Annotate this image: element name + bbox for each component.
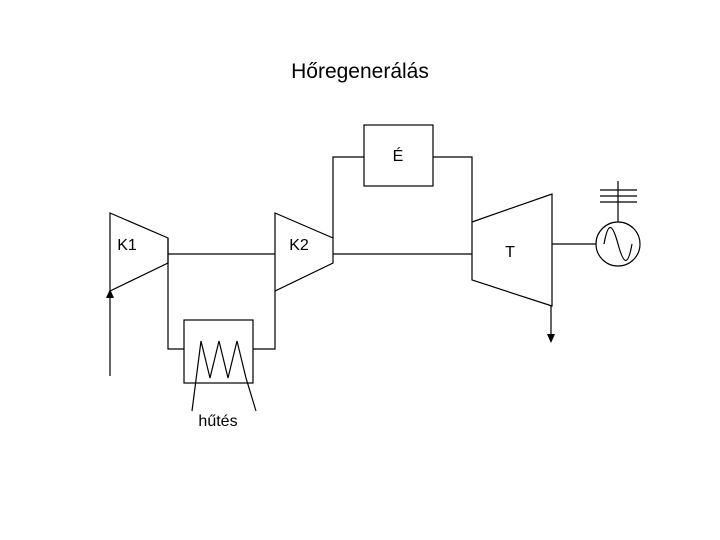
exhaust-arrow-icon — [547, 334, 555, 343]
pipe-burner-to-turbine — [433, 156, 473, 222]
burner-box — [363, 124, 434, 187]
compressor-k1-label: K1 — [117, 237, 137, 254]
compressor-k2-label: K2 — [289, 237, 309, 254]
turbine-label: T — [505, 244, 515, 261]
inlet-arrow-icon — [106, 289, 114, 298]
pipe-k2-to-burner — [332, 156, 364, 238]
turbine-t — [471, 193, 553, 307]
generator-sine-icon — [595, 221, 641, 267]
burner-label: É — [393, 146, 404, 165]
diagram-title: Hőregenerálás — [291, 60, 429, 83]
intercooler-box — [183, 319, 254, 384]
cooling-label: hűtés — [198, 413, 237, 430]
pipe-k1-to-cooler — [167, 238, 184, 350]
pipe-cooler-to-k2 — [253, 291, 276, 350]
zigzag-coil-icon — [191, 340, 257, 412]
power-grid-icon — [600, 181, 637, 222]
compressor-k2 — [274, 212, 334, 292]
